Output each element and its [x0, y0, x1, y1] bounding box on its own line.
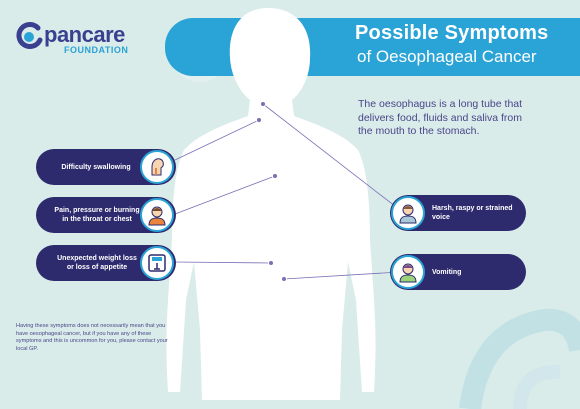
title-main: Possible Symptoms [355, 22, 549, 44]
title-sub: of Oesophageal Cancer [357, 47, 537, 66]
symptom-weight-loss: Unexpected weight loss or loss of appeti… [36, 245, 176, 281]
vomiting-icon [391, 255, 425, 289]
marker-dot [272, 173, 278, 179]
symptom-vomiting: Vomiting [390, 254, 526, 290]
symptom-label: Vomiting [432, 268, 462, 276]
symptom-difficulty-swallowing: Difficulty swallowing [36, 149, 176, 185]
marker-dot [281, 276, 287, 282]
marker-dot [268, 260, 274, 266]
symptom-label: Pain, pressure or burning in the throat … [54, 207, 140, 223]
raspy-voice-icon [391, 196, 425, 230]
symptom-label: Difficulty swallowing [61, 163, 131, 171]
weighing-scale-icon [140, 246, 174, 280]
description: The oesophagus is a long tube that deliv… [358, 98, 523, 137]
pancare-logo-icon [16, 22, 43, 49]
chest-pain-icon [140, 198, 174, 232]
throat-icon [140, 150, 174, 184]
symptom-raspy-voice: Harsh, raspy or strained voice [390, 195, 526, 231]
footnote: Having these symptoms does not necessari… [16, 323, 168, 352]
marker-dot [260, 101, 266, 107]
logo-subtitle: FOUNDATION [64, 45, 129, 55]
logo-wordmark: pancare [44, 22, 125, 47]
symptom-label: Unexpected weight loss or loss of appeti… [57, 255, 137, 271]
marker-dot [256, 117, 262, 123]
symptom-pain-pressure: Pain, pressure or burning in the throat … [36, 197, 176, 233]
symptom-label: Harsh, raspy or strained voice [432, 205, 513, 221]
